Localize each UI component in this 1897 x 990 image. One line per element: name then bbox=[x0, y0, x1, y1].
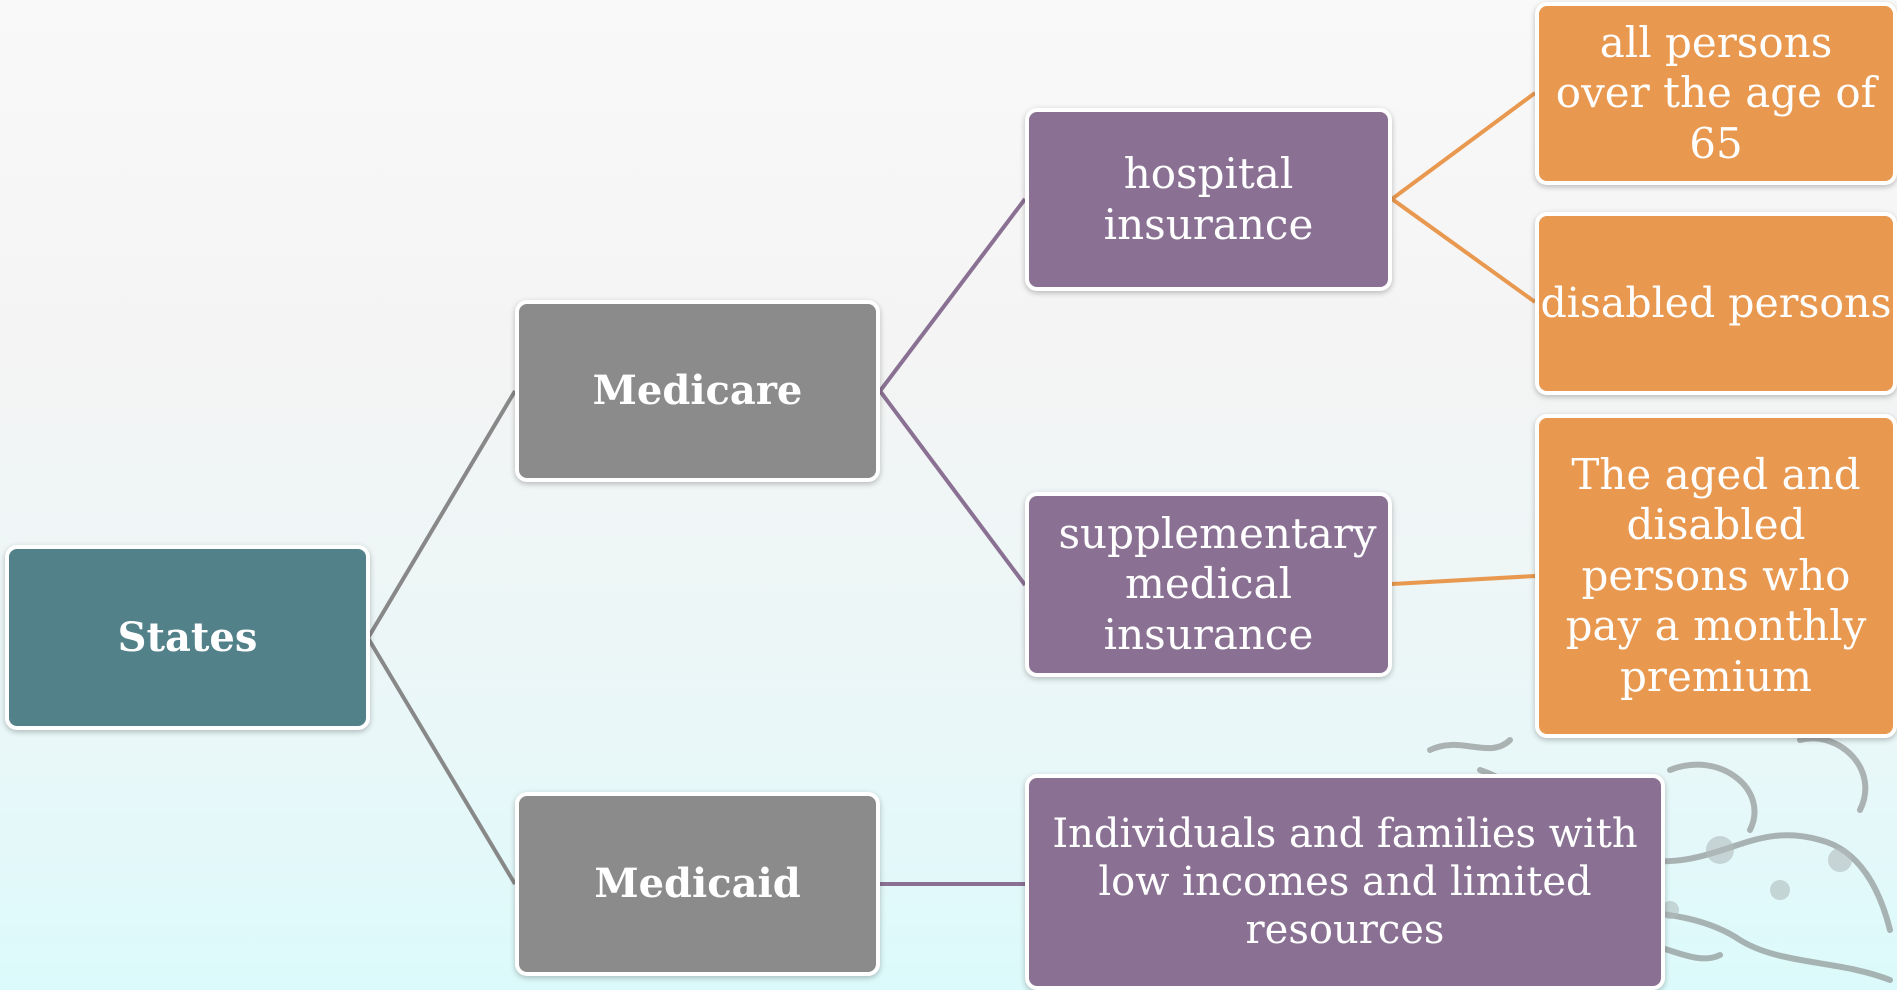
node-medicaid: Medicaid bbox=[515, 792, 880, 976]
node-individuals-families: Individuals and families with low income… bbox=[1025, 774, 1665, 990]
node-over-65-label: all persons over the age of 65 bbox=[1555, 17, 1877, 168]
connector-states-medicare bbox=[366, 389, 517, 640]
node-medicare-label: Medicare bbox=[592, 367, 803, 414]
connector-medicare-hospital bbox=[878, 197, 1027, 393]
node-medicare: Medicare bbox=[515, 300, 880, 482]
node-aged-disabled-premium-label: The aged and disabled persons who pay a … bbox=[1565, 450, 1867, 701]
node-states: States bbox=[5, 545, 370, 730]
node-medicaid-label: Medicaid bbox=[594, 860, 801, 907]
node-over-65: all persons over the age of 65 bbox=[1535, 2, 1897, 185]
connector-medicare-supplementary bbox=[878, 389, 1027, 587]
connector-hospital-disabled bbox=[1390, 197, 1537, 304]
node-supplementary-medical-insurance: supplementary medical insurance bbox=[1025, 492, 1392, 677]
node-hospital-insurance-label: hospital insurance bbox=[1103, 149, 1314, 249]
node-aged-disabled-premium: The aged and disabled persons who pay a … bbox=[1535, 414, 1897, 738]
connector-states-medicaid bbox=[366, 636, 517, 886]
node-individuals-families-label: Individuals and families with low income… bbox=[1052, 811, 1638, 953]
node-disabled-persons: disabled persons bbox=[1535, 212, 1897, 395]
connector-hospital-over65 bbox=[1390, 91, 1537, 201]
node-states-label: States bbox=[117, 613, 258, 661]
node-disabled-persons-label: disabled persons bbox=[1540, 278, 1892, 327]
node-supplementary-medical-insurance-label: supplementary medical insurance bbox=[1058, 508, 1377, 659]
node-hospital-insurance: hospital insurance bbox=[1025, 108, 1392, 291]
connector-supplementary-aged bbox=[1391, 574, 1536, 586]
